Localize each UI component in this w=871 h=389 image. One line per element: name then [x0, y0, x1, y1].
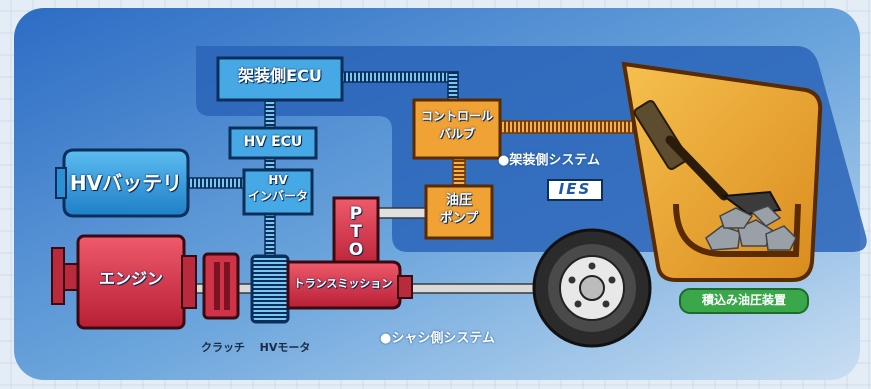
loading-bed — [621, 61, 823, 282]
hv-inverter-label-2: インバータ — [247, 189, 308, 203]
ies-logo-frame — [547, 179, 603, 201]
harness-inverter-motor — [264, 211, 276, 259]
hv-ecu-label: HV ECU — [243, 134, 303, 150]
ies-logo: IES — [558, 180, 592, 198]
harness-bodyecu-valve-v — [447, 71, 459, 103]
hv-battery-label: HVバッテリ — [69, 171, 183, 195]
hydraulic-pump-label-2: ポンプ — [439, 211, 479, 226]
body-system-label: ●架装側システム — [498, 153, 600, 168]
loading-device-label: 積込み油圧装置 — [701, 293, 786, 307]
hv-inverter-box — [242, 168, 314, 216]
clutch-caption: クラッチ — [201, 341, 245, 354]
pto-label: PTO — [348, 204, 364, 260]
transmission-label: トランスミッション — [293, 277, 393, 290]
hv-motor-caption: HVモータ — [259, 341, 311, 354]
harness-bodyecu-valve-h — [341, 71, 459, 83]
cargo-rocks — [705, 205, 797, 251]
control-valve-box — [412, 98, 502, 160]
oil-line-pump-valve — [452, 157, 466, 187]
hv-inverter-label-1: HV — [268, 173, 288, 187]
engine-label: エンジン — [98, 269, 163, 288]
harness-battery-inverter — [185, 177, 245, 189]
harness-hvecu-bodyecu — [264, 99, 276, 129]
body-ecu-box — [216, 56, 344, 102]
loading-device-badge — [679, 288, 809, 314]
hv-ecu-box — [228, 126, 318, 160]
chassis-system-label: ●シャシ側システム — [380, 331, 495, 346]
hydraulic-pump-box — [424, 184, 494, 240]
engine-fan — [51, 247, 65, 305]
control-valve-label-1: コントロール — [420, 109, 493, 123]
shaft-pto-pump — [377, 207, 429, 219]
oil-line-valve-bed — [499, 120, 643, 134]
transmission-box — [286, 260, 402, 310]
control-valve-label-2: バルブ — [438, 127, 475, 141]
hv-battery-body — [62, 148, 190, 218]
hv-motor — [250, 254, 290, 324]
body-ecu-label: 架装側ECU — [238, 66, 322, 85]
hydraulic-pump-label-1: 油圧 — [445, 193, 472, 208]
clutch — [202, 252, 240, 320]
hydraulic-cylinder — [633, 100, 689, 170]
